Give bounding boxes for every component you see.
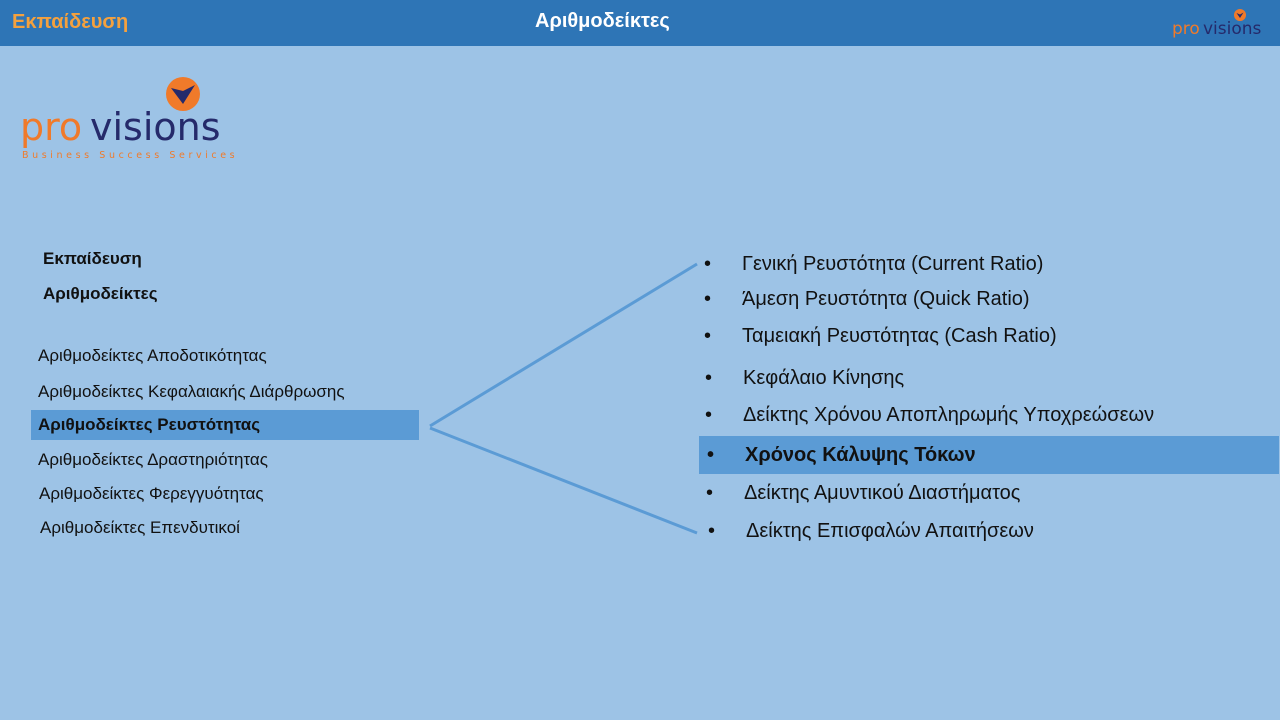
subitem-bad-debts[interactable]: • Δείκτης Επισφαλών Απαιτήσεων <box>708 512 1034 550</box>
category-profitability[interactable]: Αριθμοδείκτες Αποδοτικότητας <box>38 346 267 365</box>
header-bar: Εκπαίδευση Αριθμοδείκτες pro visions <box>0 0 1280 46</box>
page-title: Αριθμοδείκτες <box>535 10 670 32</box>
bullet-icon: • <box>704 325 712 347</box>
bullet-icon: • <box>708 520 716 542</box>
subitem-working-capital[interactable]: • Κεφάλαιο Κίνησης <box>705 359 904 397</box>
category-activity[interactable]: Αριθμοδείκτες Δραστηριότητας <box>38 450 268 469</box>
subitem-defensive-interval[interactable]: • Δείκτης Αμυντικού Διαστήματος <box>706 474 1020 512</box>
subitem-label: Χρόνος Κάλυψης Τόκων <box>745 444 976 466</box>
category-capital-structure[interactable]: Αριθμοδείκτες Κεφαλαιακής Διάρθρωσης <box>38 382 345 401</box>
category-investment[interactable]: Αριθμοδείκτες Επενδυτικοί <box>40 518 240 537</box>
brand-logo: pro visions Business Success Services <box>20 77 238 161</box>
bullet-icon: • <box>706 482 714 504</box>
header-section-label[interactable]: Εκπαίδευση <box>12 11 129 33</box>
subitem-label: Ταμειακή Ρευστότητας (Cash Ratio) <box>742 325 1057 347</box>
brand-logo-pro: pro <box>20 105 82 149</box>
subitem-interest-coverage[interactable]: • Χρόνος Κάλυψης Τόκων <box>699 436 1279 474</box>
subitem-current-ratio[interactable]: • Γενική Ρευστότητα (Current Ratio) <box>704 245 1043 283</box>
subitem-label: Δείκτης Επισφαλών Απαιτήσεων <box>746 520 1034 542</box>
bullet-icon: • <box>705 367 713 389</box>
subitem-label: Κεφάλαιο Κίνησης <box>743 367 905 389</box>
subitem-quick-ratio[interactable]: • Άμεση Ρευστότητα (Quick Ratio) <box>704 280 1030 318</box>
bullet-icon: • <box>704 253 712 275</box>
breadcrumb-ratios[interactable]: Αριθμοδείκτες <box>43 284 158 303</box>
header-logo: pro visions <box>1172 9 1262 39</box>
header-logo-visions: visions <box>1203 19 1262 39</box>
connector-line-bottom <box>429 426 698 535</box>
breadcrumb-training[interactable]: Εκπαίδευση <box>43 249 142 268</box>
bullet-icon: • <box>705 404 713 426</box>
subitem-label: Δείκτης Αμυντικού Διαστήματος <box>744 482 1021 504</box>
brand-logo-visions: visions <box>90 105 221 149</box>
connector-line-top <box>429 262 698 428</box>
bullet-icon: • <box>704 288 712 310</box>
subitem-label: Δείκτης Χρόνου Αποπληρωμής Υποχρεώσεων <box>743 404 1155 426</box>
subitem-label: Γενική Ρευστότητα (Current Ratio) <box>742 253 1044 275</box>
category-liquidity[interactable]: Αριθμοδείκτες Ρευστότητας <box>31 410 419 440</box>
category-solvency[interactable]: Αριθμοδείκτες Φερεγγυότητας <box>39 484 264 503</box>
bullet-icon: • <box>707 444 715 466</box>
subitem-label: Άμεση Ρευστότητα (Quick Ratio) <box>742 288 1030 310</box>
subitem-payables-period[interactable]: • Δείκτης Χρόνου Αποπληρωμής Υποχρεώσεων <box>705 396 1154 434</box>
header-logo-pro: pro <box>1172 19 1200 39</box>
subitem-cash-ratio[interactable]: • Ταμειακή Ρευστότητας (Cash Ratio) <box>704 317 1057 355</box>
brand-tagline: Business Success Services <box>22 150 238 161</box>
